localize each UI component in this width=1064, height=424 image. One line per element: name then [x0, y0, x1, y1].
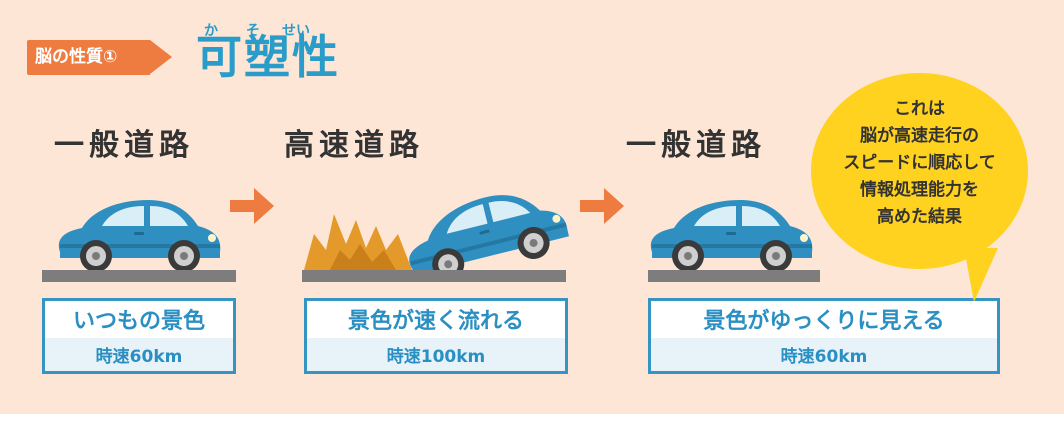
bubble-line: 情報処理能力を [860, 180, 979, 200]
right-arrow-icon [580, 188, 624, 224]
speech-bubble-tail [964, 248, 998, 302]
page-title: 可塑性 [196, 30, 340, 84]
bubble-line: スピードに順応して [843, 153, 996, 173]
bubble-line: これは [894, 99, 945, 119]
car-icon [58, 200, 221, 272]
section-tag-arrow [150, 40, 172, 74]
flame-icon [304, 214, 412, 270]
road-label-3: 一般道路 [626, 128, 766, 163]
speech-bubble-text: これは 脳が高速走行の スピードに順応して 情報処理能力を 高めた結果 [811, 96, 1028, 231]
road-label-1: 一般道路 [54, 128, 194, 163]
caption-box-3: 景色がゆっくりに見える 時速60km [648, 298, 1000, 374]
road-ground [42, 270, 236, 282]
caption-box-2: 景色が速く流れる 時速100km [304, 298, 568, 374]
bubble-line: 高めた結果 [877, 207, 962, 227]
road-ground [648, 270, 820, 282]
ruby-sei: せい [282, 23, 310, 39]
caption-text: いつもの景色 [72, 309, 205, 334]
speech-bubble [811, 73, 1028, 269]
caption-text: 景色が速く流れる [347, 309, 524, 334]
speed-text: 時速60km [651, 338, 997, 371]
car-icon [650, 200, 813, 272]
speed-text: 時速100km [307, 338, 565, 371]
speed-text: 時速60km [45, 338, 233, 371]
caption-text: 景色がゆっくりに見える [703, 309, 945, 334]
bubble-line: 脳が高速走行の [860, 126, 979, 146]
ruby-so: そ [246, 23, 260, 39]
section-tag: 脳の性質① [27, 40, 150, 75]
ruby-ka: か [204, 23, 218, 39]
section-tag-label: 脳の性質① [35, 47, 118, 67]
road-label-2: 高速道路 [284, 128, 424, 163]
caption-box-1: いつもの景色 時速60km [42, 298, 236, 374]
road-ground [302, 270, 566, 282]
right-arrow-icon [230, 188, 274, 224]
